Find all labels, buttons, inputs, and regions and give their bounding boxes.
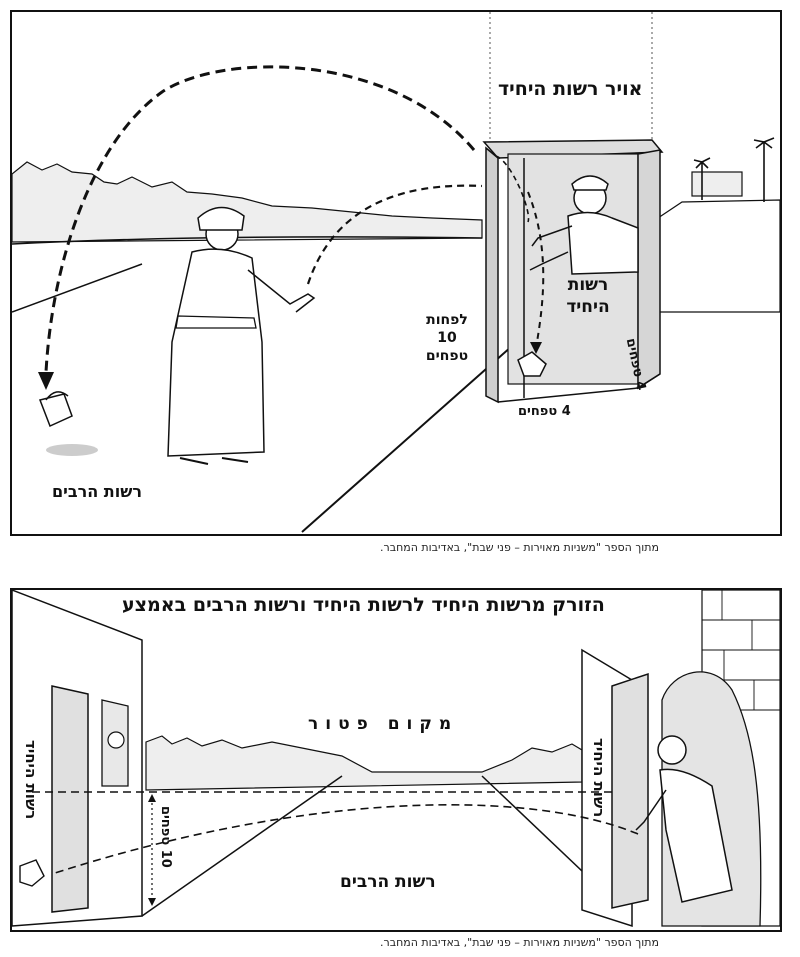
booth-person-turban (571, 175, 609, 191)
panel2-title: הזורק מרשות היחיד לרשות היחיד ורשות הרבי… (122, 594, 605, 616)
panel2-drawing (12, 590, 780, 928)
illustration-panel-throw-across-public-domain: הזורק מרשות היחיד לרשות היחיד ורשות הרבי… (10, 588, 782, 932)
private-domain-right-label: רשות היחיד (590, 738, 608, 818)
bucket-handle (45, 391, 69, 401)
right-door (611, 672, 649, 909)
booth-person-arm (529, 225, 573, 271)
inner-trajectory (495, 155, 530, 223)
road-edge-left (12, 263, 143, 313)
min-height-line3: טפחים (425, 348, 469, 364)
man-turban (197, 206, 245, 231)
private-domain-left-label: רשות היחיד (22, 740, 40, 820)
palm-tree-2 (753, 137, 775, 202)
thrower-arm (635, 789, 667, 831)
distant-hill-right (651, 199, 780, 313)
left-door (51, 685, 89, 913)
min-height-line1: לפחות (426, 312, 468, 328)
panel2-caption: מתוך הספר "משניות מאוירות – פני שבת", בא… (380, 936, 659, 949)
bucket-on-ground (38, 393, 73, 428)
drop-arc-in-booth (527, 191, 545, 349)
height-measure-arrow-bottom (148, 898, 156, 906)
arrowhead-booth (530, 342, 542, 354)
air-of-private-domain-label: אויר רשות היחיד (498, 78, 643, 100)
distant-house (691, 171, 743, 197)
palm-tree-1 (693, 157, 711, 200)
booth-right-wall (637, 149, 661, 390)
city-skyline-left (12, 161, 483, 243)
panel1-caption: מתוך הספר "משניות מאוירות – פני שבת", בא… (380, 541, 659, 554)
min-height-line2: 10 (437, 330, 457, 346)
height-measure-arrow-top (148, 794, 156, 802)
left-jug (19, 859, 45, 887)
man-feet (179, 457, 249, 465)
arrowhead-left (38, 372, 54, 390)
height-measure-label: 10 טפחים (158, 806, 173, 868)
street-skyline (145, 735, 583, 791)
throw-arc-over-booth (44, 65, 476, 373)
private-domain-label: רשות היחיד (566, 275, 610, 317)
booth-left-post (485, 146, 499, 404)
throw-arc-into-booth (306, 184, 483, 285)
left-window-person (107, 731, 125, 749)
exempt-place-label: מקום פטור (308, 714, 459, 734)
thrower-head (657, 735, 687, 765)
panel1-drawing (12, 12, 780, 533)
throw-trajectory (51, 804, 639, 875)
man-sash (175, 315, 257, 329)
man-arm (247, 269, 316, 313)
width-measure-label: 4 טפחים (518, 404, 571, 419)
jug-in-booth (517, 351, 547, 377)
thrower-body (659, 768, 733, 903)
ground-shadow (46, 444, 98, 456)
public-domain-street-label: רשות הרבים (340, 872, 436, 892)
booth-person-body (567, 211, 639, 275)
street-edge-left (141, 775, 343, 917)
booth-floor (497, 373, 661, 403)
illustration-panel-throw-into-private-domain: אויר רשות היחיד רשות היחיד לפחות 10 טפחי… (10, 10, 782, 536)
man-robe (167, 248, 265, 457)
public-domain-label: רשות הרבים (52, 482, 142, 501)
